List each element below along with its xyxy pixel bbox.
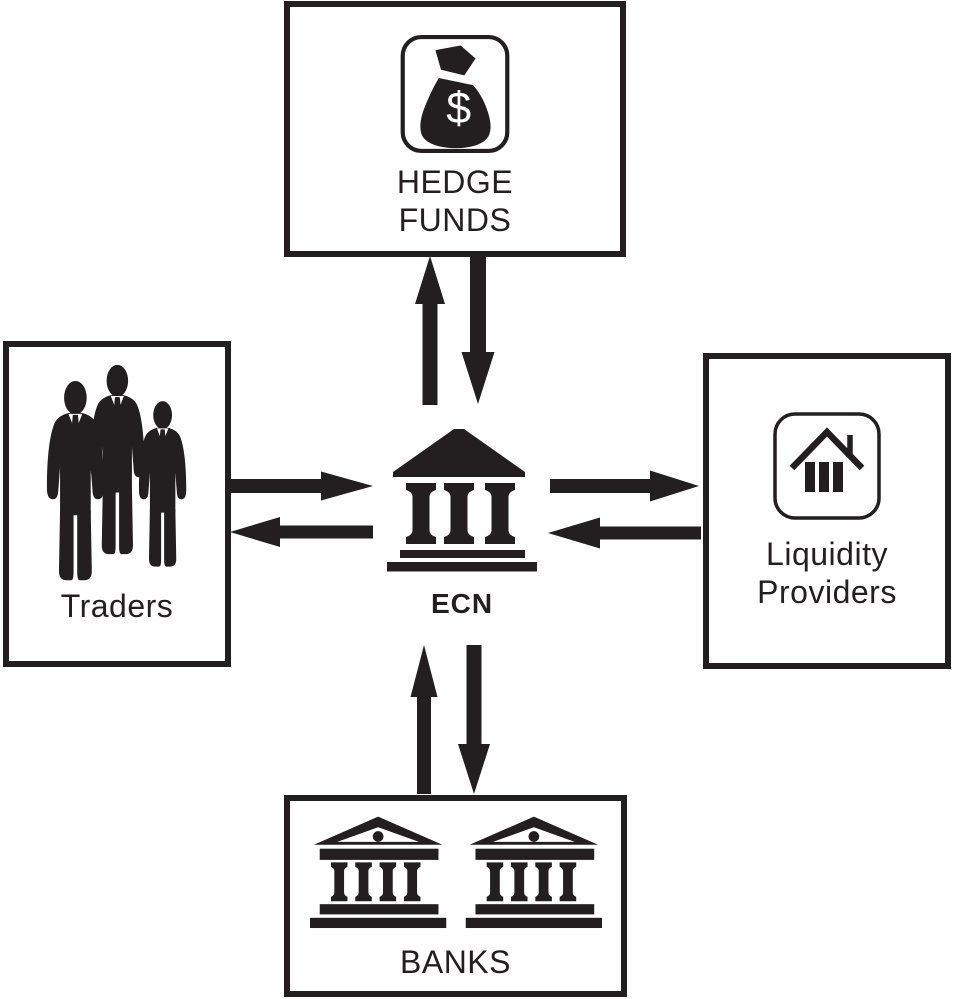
banks-label: BANKS	[400, 943, 511, 981]
arrow-ecn-to-banks	[458, 645, 490, 794]
house-icon	[773, 412, 881, 520]
arrow-ecn-to-traders	[230, 517, 373, 547]
banks-label-text: BANKS	[400, 944, 511, 980]
node-hedge-funds: $ HEDGE FUNDS	[284, 1, 626, 257]
arrow-ecn-to-hedge-funds	[415, 256, 445, 405]
hedge-funds-label: HEDGE FUNDS	[397, 163, 513, 239]
hedge-funds-label-line1: HEDGE	[396, 164, 514, 200]
liquidity-providers-label: Liquidity Providers	[757, 535, 897, 611]
arrow-banks-to-ecn	[410, 645, 438, 794]
hedge-funds-label-line2: FUNDS	[398, 202, 512, 238]
traders-label-text: Traders	[60, 588, 174, 624]
liquidity-label-line1: Liquidity	[766, 536, 888, 572]
traders-label: Traders	[61, 587, 174, 625]
node-banks: BANKS	[284, 795, 627, 997]
money-bag-icon: $	[400, 34, 510, 154]
bank-buildings-icon	[309, 815, 602, 933]
bank-building-icon	[387, 429, 537, 572]
arrow-hedge-funds-to-ecn	[461, 255, 495, 404]
liquidity-label-line2: Providers	[757, 574, 897, 610]
bank-buildings-icon-svg	[309, 816, 602, 929]
businessmen-icon	[46, 364, 187, 581]
node-liquidity-providers: Liquidity Providers	[703, 353, 951, 669]
arrow-liquidity-providers-to-ecn	[548, 517, 701, 549]
ecn-label: ECN	[430, 588, 494, 619]
arrow-ecn-to-liquidity-providers	[550, 470, 699, 502]
node-traders: Traders	[3, 341, 231, 667]
dollar-sign: $	[446, 83, 471, 133]
arrow-traders-to-ecn	[230, 471, 373, 501]
